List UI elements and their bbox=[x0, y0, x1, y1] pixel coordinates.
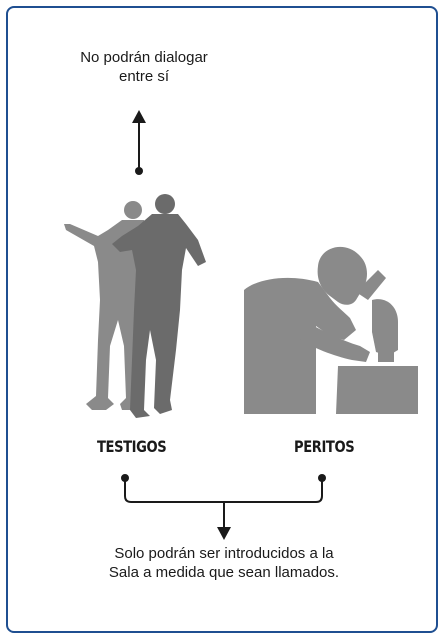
microscope-expert-icon bbox=[244, 246, 418, 414]
entry-rule-note-line2: Sala a medida que sean llamados. bbox=[108, 564, 340, 581]
no-dialogue-note-line2: entre sí bbox=[118, 68, 170, 85]
testigos-label: TESTIGOS bbox=[97, 437, 167, 456]
pointing-witnesses-icon bbox=[64, 194, 206, 418]
peritos-label: PERITOS bbox=[294, 437, 355, 456]
up-arrow-connector bbox=[132, 110, 146, 175]
no-dialogue-note-line1: No podrán dialogar bbox=[80, 49, 208, 66]
entry-rule-note: Solo podrán ser introducidos a la Sala a… bbox=[24, 544, 424, 582]
no-dialogue-note: No podrán dialogar entre sí bbox=[24, 48, 264, 86]
bracket-connector bbox=[121, 474, 326, 540]
entry-rule-note-line1: Solo podrán ser introducidos a la bbox=[114, 545, 334, 562]
